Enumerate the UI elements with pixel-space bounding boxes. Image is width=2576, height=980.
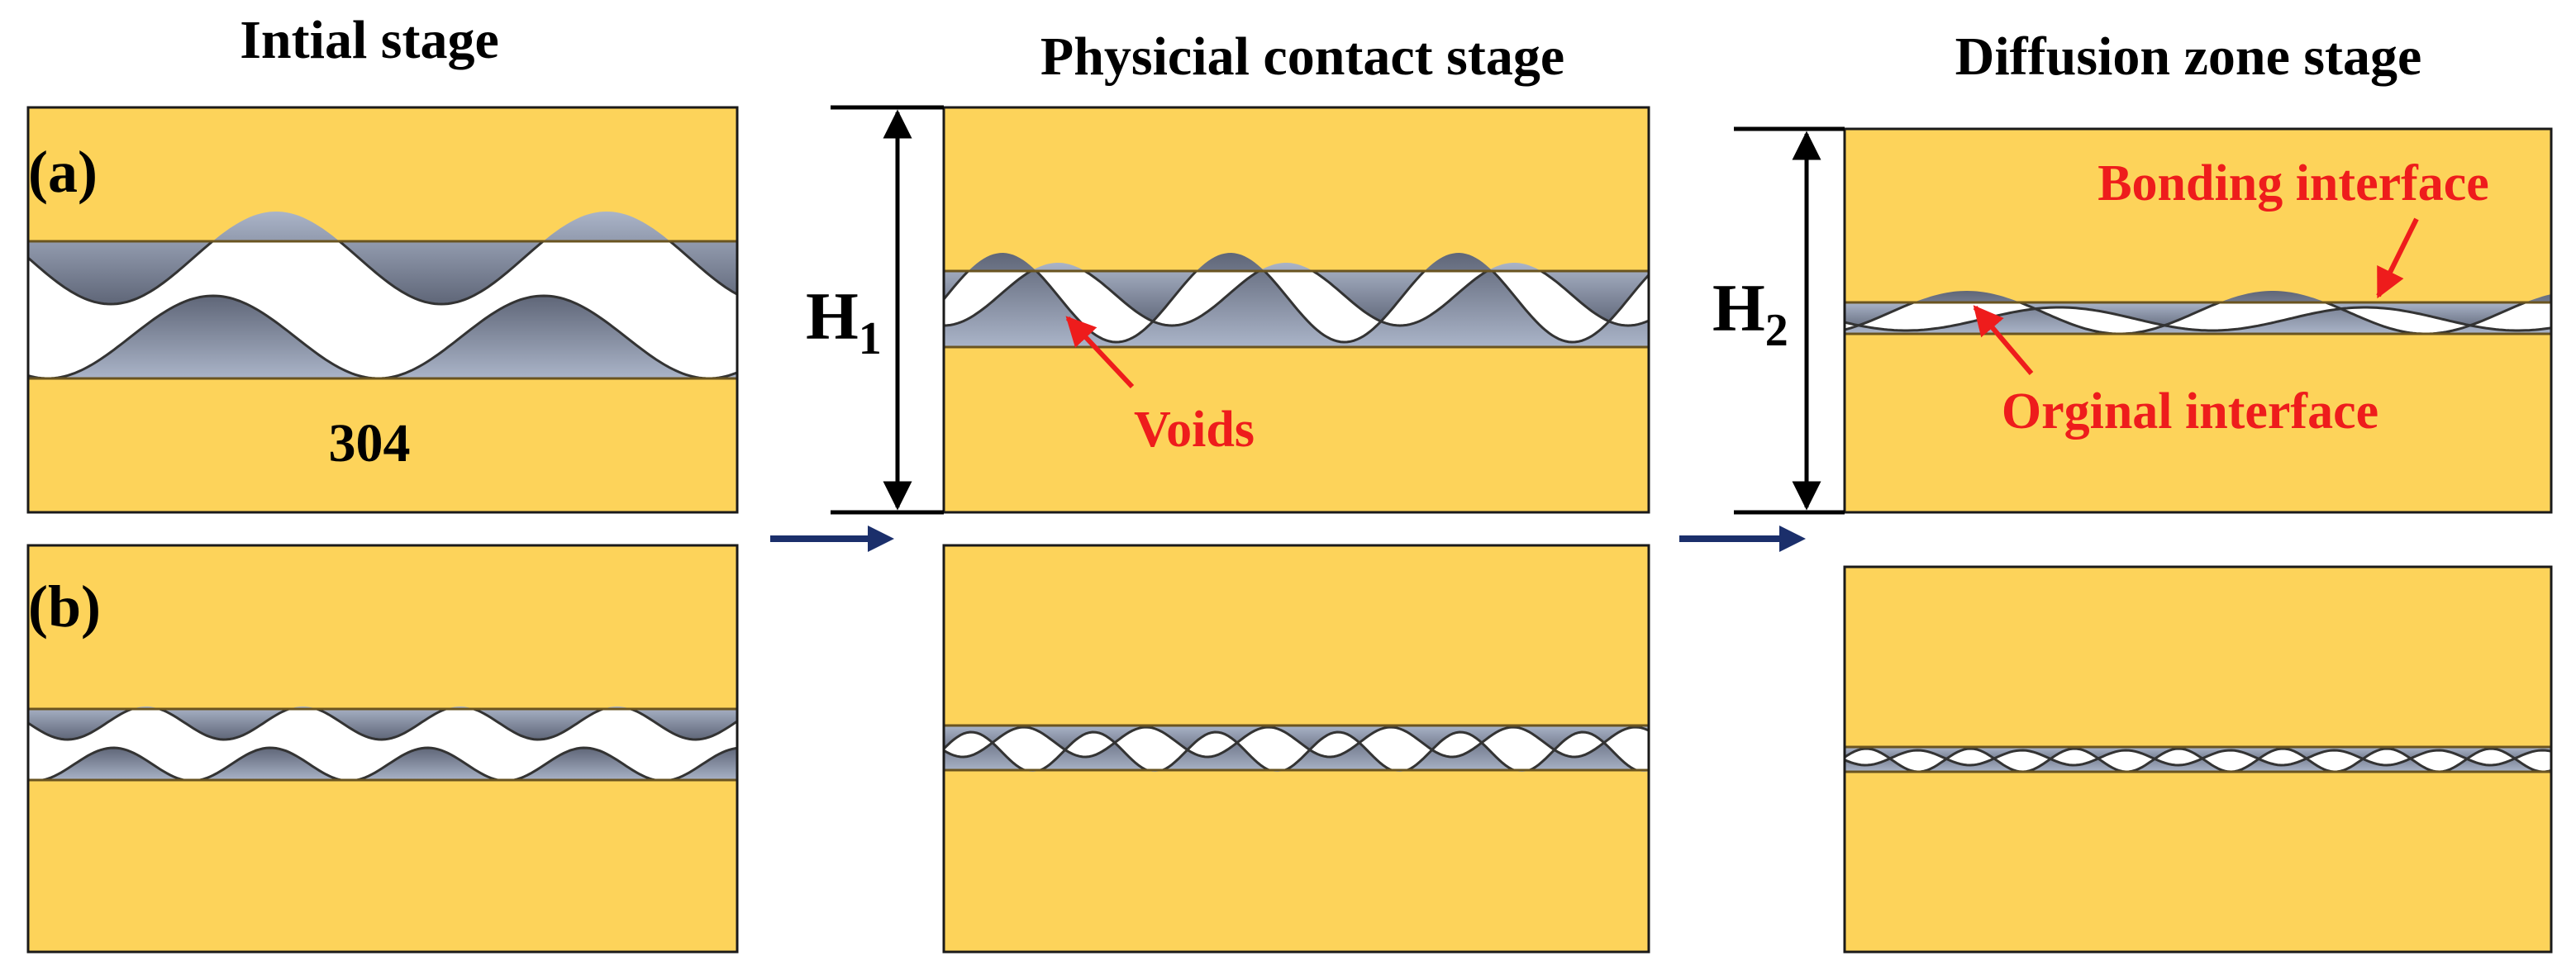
panel-b-diffusion <box>1843 565 2553 954</box>
upper-rough-surface <box>28 212 737 304</box>
void-region <box>28 241 737 378</box>
upper-interface-line <box>1845 749 2551 767</box>
panel-a-diffusion <box>1843 127 2553 514</box>
original-interface-pointer <box>1973 305 2034 375</box>
panel-a-contact <box>942 106 1650 514</box>
lower-interface-line <box>944 730 1649 770</box>
stage-title-diffusion: Diffusion zone stage <box>1955 26 2422 87</box>
panel-border <box>942 106 1650 514</box>
panel-b-initial <box>26 544 739 954</box>
panel-border <box>26 544 739 954</box>
lower-interface-line <box>944 271 1649 344</box>
process-arrow-1 <box>770 526 894 552</box>
panel-border <box>1843 565 2553 954</box>
bonding-interface-pointer <box>2376 217 2419 299</box>
upper-interface-line <box>28 709 737 741</box>
lower-interface-line <box>28 746 737 780</box>
upper-rough-surface <box>28 706 737 740</box>
panel-border <box>1843 127 2553 514</box>
panel-b-contact <box>942 544 1650 954</box>
void-region <box>944 727 1649 770</box>
height-label-h1: H1 <box>806 278 882 364</box>
upper-interface-line <box>28 241 737 306</box>
panel-border <box>26 106 739 514</box>
lower-rough-surface <box>28 296 737 378</box>
process-arrow-2 <box>1679 526 1806 552</box>
panel-a-initial <box>26 106 739 514</box>
voids-pointer <box>1065 316 1135 389</box>
annotation-voids: Voids <box>1134 402 1255 458</box>
stage-title-contact: Physicial contact stage <box>1040 26 1564 87</box>
upper-interface-line <box>944 725 1649 759</box>
annotation-original-interface: Orginal interface <box>2002 383 2378 440</box>
panel-label-b: (b) <box>28 573 101 640</box>
height-dimension-h1 <box>831 105 944 515</box>
void-region <box>28 709 737 780</box>
annotation-bonding-interface: Bonding interface <box>2097 155 2489 212</box>
panel-label-a: (a) <box>28 139 98 205</box>
material-label: 304 <box>329 413 411 473</box>
upper-interface-line <box>1845 306 2551 332</box>
height-dimension-h2 <box>1734 126 1845 515</box>
stage-title-initial: Intial stage <box>240 10 499 70</box>
height-label-h2: H2 <box>1712 270 1788 356</box>
panel-border <box>942 544 1650 954</box>
